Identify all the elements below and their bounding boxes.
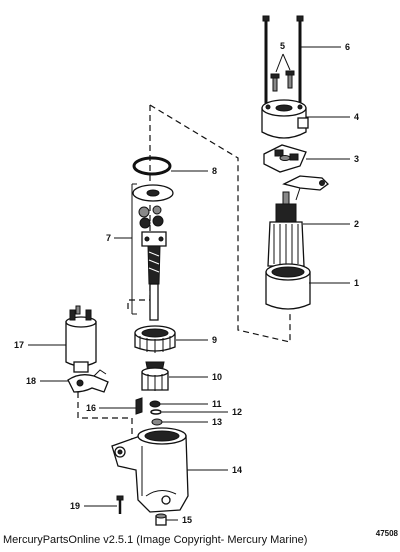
- part-18-shift-lever[interactable]: [67, 369, 109, 393]
- part-1-field-frame[interactable]: [265, 263, 311, 310]
- callout-19: 19: [70, 501, 80, 511]
- part-8-o-ring[interactable]: [132, 156, 172, 176]
- callout-12: 12: [232, 407, 242, 417]
- part-3-brush-plate[interactable]: [263, 144, 329, 201]
- part-10-drive-pinion[interactable]: [141, 361, 169, 391]
- callout-10: 10: [212, 372, 222, 382]
- callout-16: 16: [86, 403, 96, 413]
- callout-7: 7: [106, 233, 111, 243]
- callout-9: 9: [212, 335, 217, 345]
- part-2-armature[interactable]: [267, 191, 305, 275]
- callout-1: 1: [354, 278, 359, 288]
- callout-5: 5: [280, 41, 285, 51]
- callout-14: 14: [232, 465, 242, 475]
- callout-6: 6: [345, 42, 350, 52]
- part-11-stop-collar[interactable]: [149, 400, 161, 408]
- part-15-bushing[interactable]: [155, 513, 167, 526]
- assembly-guide-line-left: [127, 105, 151, 310]
- part-5-screws[interactable]: [270, 70, 295, 92]
- callout-8: 8: [212, 166, 217, 176]
- part-19-bolt[interactable]: [116, 495, 124, 514]
- callout-17: 17: [14, 340, 24, 350]
- assembly-guide-line-right: [149, 104, 291, 343]
- part-13-washer[interactable]: [151, 418, 163, 426]
- callout-13: 13: [212, 417, 222, 427]
- callout-15: 15: [182, 515, 192, 525]
- callout-2: 2: [354, 219, 359, 229]
- callout-11: 11: [212, 399, 222, 409]
- leader-lines: [28, 46, 350, 521]
- figure-number: 47508: [375, 529, 398, 538]
- callout-4: 4: [354, 112, 359, 122]
- image-caption: MercuryPartsOnline v2.5.1 (Image Copyrig…: [3, 534, 308, 546]
- part-17-solenoid[interactable]: [65, 305, 97, 373]
- part-14-drive-housing[interactable]: [111, 427, 189, 513]
- part-16-bracket[interactable]: [135, 397, 143, 415]
- part-7-drive-assembly[interactable]: [131, 183, 174, 321]
- callout-18: 18: [26, 376, 36, 386]
- assembly-guide-line-bottom: [77, 392, 133, 440]
- callout-3: 3: [354, 154, 359, 164]
- part-12-retaining-ring[interactable]: [150, 409, 162, 415]
- part-4-end-cap[interactable]: [261, 99, 309, 139]
- part-9-ring-gear[interactable]: [134, 325, 176, 353]
